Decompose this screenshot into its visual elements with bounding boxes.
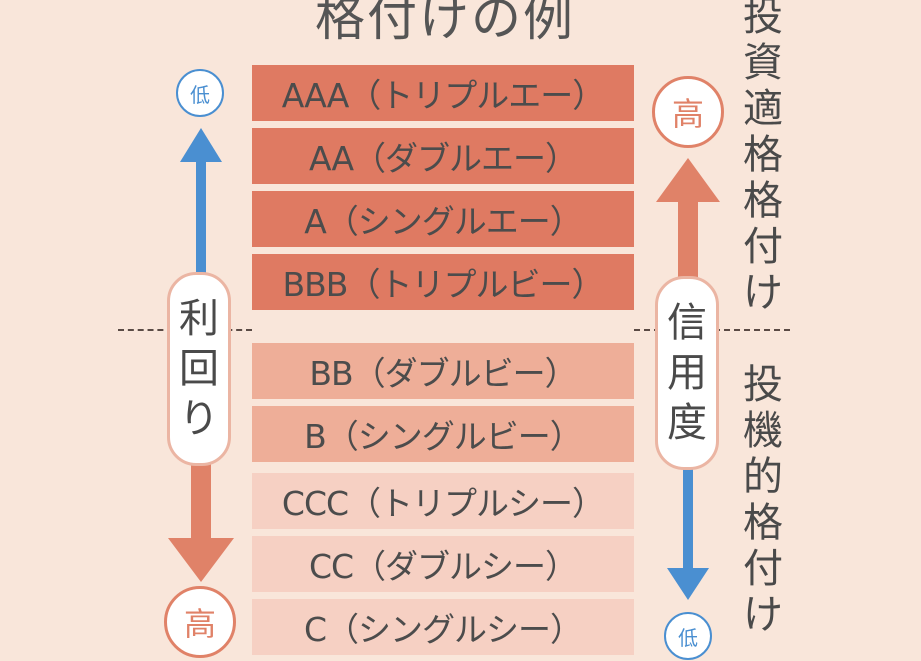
investment-grade-char: 資 (743, 40, 783, 86)
credit-up-arrow (656, 158, 720, 282)
yield-label-char: 利 (179, 296, 219, 342)
rating-bar-c: C（シングルシー） (252, 599, 634, 655)
speculative-grade-char: 投 (743, 362, 783, 408)
investment-grade-char: け (743, 270, 783, 316)
yield-down-arrow (168, 455, 234, 582)
credit-label-char: 用 (667, 350, 707, 396)
credit-axis-label: 信 用 度 (655, 276, 719, 470)
investment-grade-char: 格 (743, 132, 783, 178)
investment-grade-label: 投 資 適 格 格 付 け (735, 0, 791, 316)
investment-grade-char: 格 (743, 178, 783, 224)
speculative-grade-char: 格 (743, 500, 783, 546)
yield-label-char: 回 (179, 346, 219, 392)
credit-label-char: 度 (667, 400, 707, 446)
investment-grade-char: 投 (743, 0, 783, 40)
speculative-grade-label: 投 機 的 格 付 け (735, 362, 791, 638)
credit-down-arrow (667, 460, 709, 600)
rating-bar-a: A（シングルエー） (252, 191, 634, 247)
yield-label-char: り (179, 396, 219, 442)
rating-bar-ccc: CCC（トリプルシー） (252, 473, 634, 529)
speculative-grade-char: け (743, 592, 783, 638)
investment-grade-char: 適 (743, 86, 783, 132)
rating-bar-b: B（シングルビー） (252, 406, 634, 462)
yield-axis-label: 利 回 り (167, 272, 231, 466)
credit-low-badge: 低 (664, 612, 712, 660)
diagram-title: 格付けの例 (315, 0, 575, 47)
yield-low-badge: 低 (176, 69, 224, 117)
yield-up-arrow (180, 128, 222, 280)
speculative-grade-char: 的 (743, 454, 783, 500)
credit-label-char: 信 (667, 300, 707, 346)
rating-bar-bb: BB（ダブルビー） (252, 343, 634, 399)
yield-high-badge: 高 (164, 586, 236, 658)
speculative-grade-char: 機 (743, 408, 783, 454)
speculative-grade-char: 付 (743, 546, 783, 592)
rating-bar-bbb: BBB（トリプルビー） (252, 254, 634, 310)
credit-high-badge: 高 (652, 76, 724, 148)
investment-grade-char: 付 (743, 224, 783, 270)
rating-bar-cc: CC（ダブルシー） (252, 536, 634, 592)
rating-bar-aa: AA（ダブルエー） (252, 128, 634, 184)
rating-bar-aaa: AAA（トリプルエー） (252, 65, 634, 121)
